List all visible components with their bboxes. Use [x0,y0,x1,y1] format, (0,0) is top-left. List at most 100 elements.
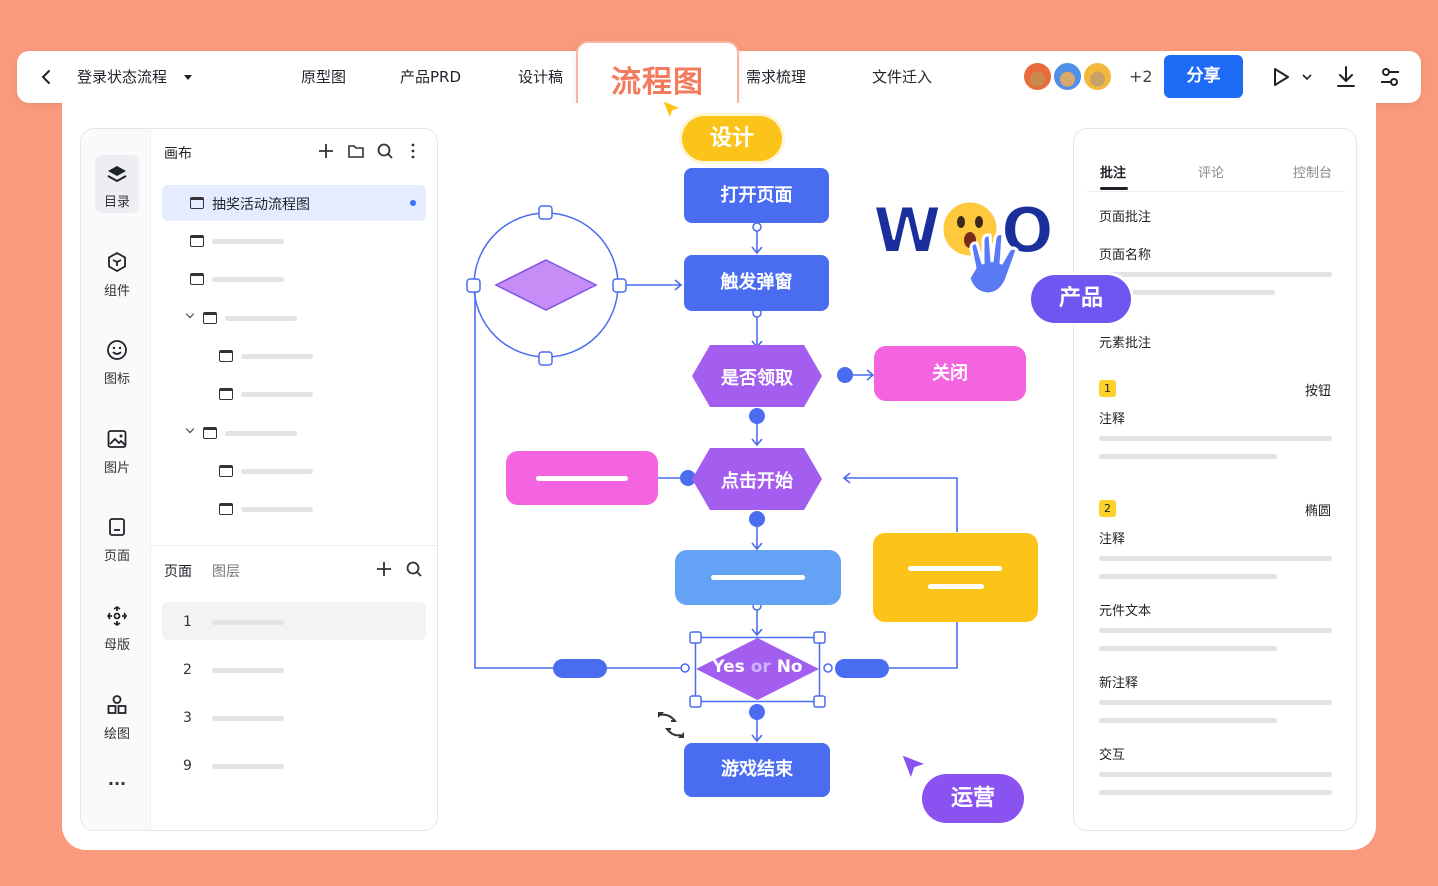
rail-item-images[interactable]: 图片 [95,428,139,476]
node-click-start[interactable]: 点击开始 [692,448,822,510]
node-yes-or-no[interactable]: Yes or No [696,638,819,700]
folder-icon[interactable] [347,142,365,160]
placeholder-bar [1099,646,1277,651]
frame-icon [219,503,233,515]
frame-icon [219,388,233,400]
tree-group[interactable] [162,300,426,336]
rail-item-directory[interactable]: 目录 [95,164,139,210]
play-icon[interactable] [1270,66,1292,88]
placeholder-bar [1099,700,1332,705]
rail-label: 绘图 [103,727,130,742]
rail-label: 页面 [103,549,130,564]
tree-item[interactable] [162,261,426,297]
diamond-shape [692,448,822,510]
placeholder-bar [1099,772,1332,777]
node-receive-decision[interactable]: 是否领取 [692,345,822,407]
placeholder-bar [212,239,284,244]
search-icon[interactable] [405,560,423,578]
rail-label: 母版 [103,638,130,653]
placeholder-bar [212,716,284,721]
node-close[interactable]: 关闭 [874,346,1026,401]
avatar[interactable] [1022,61,1053,92]
annotation-label: 注释 [1099,532,1126,547]
tree-group[interactable] [162,415,426,451]
tab-requirements[interactable]: 需求梳理 [746,68,807,86]
node-yellow-placeholder[interactable] [873,533,1038,622]
chevron-down-icon[interactable] [1301,72,1313,82]
rail-item-components[interactable]: 组件 [95,251,139,299]
tree-item[interactable] [162,453,426,489]
component-text-label: 元件文本 [1099,604,1152,619]
avatar[interactable] [1052,61,1083,92]
more-icon[interactable]: ··· [107,774,127,793]
smile-icon [107,340,127,360]
tab-prototype[interactable]: 原型图 [301,68,347,86]
more-vertical-icon[interactable] [408,142,418,160]
placeholder-bar [1099,454,1277,459]
tab-underline [1100,187,1128,190]
tree-item[interactable] [162,223,426,259]
diamond-shape [696,638,819,700]
tab-product-prd[interactable]: 产品PRD [400,68,462,86]
placeholder-bar [241,354,313,359]
rail-item-masters[interactable]: 母版 [95,605,139,653]
tab-design[interactable]: 设计稿 [518,68,564,86]
rail-item-drawing[interactable]: 绘图 [95,694,139,742]
tree-item-label: 抽奖活动流程图 [212,197,310,213]
element-annotation-heading: 元素批注 [1099,336,1152,351]
document-title[interactable]: 登录状态流程 [77,68,168,86]
page-number[interactable]: 3 [183,710,192,726]
node-blue-placeholder[interactable] [675,550,841,605]
tree-item-selected[interactable]: 抽奖活动流程图 [162,185,426,221]
node-pink-placeholder[interactable] [506,451,658,505]
annotation-badge: 2 [1099,500,1116,517]
search-icon[interactable] [376,142,394,160]
tab-pages[interactable]: 页面 [164,564,192,580]
annotation-type: 按钮 [1305,384,1332,399]
page-row-selected[interactable] [162,602,426,640]
avatar[interactable] [1082,61,1113,92]
tree-item[interactable] [162,376,426,412]
caret-down-icon[interactable] [184,75,192,80]
download-icon[interactable] [1335,65,1357,89]
page-annotation-heading: 页面批注 [1099,210,1152,225]
settings-sliders-icon[interactable] [1378,65,1402,89]
page-number[interactable]: 2 [183,662,192,678]
more-collaborators-count[interactable]: +2 [1129,67,1153,86]
rail-item-pages[interactable]: 页面 [95,516,139,564]
share-button[interactable]: 分享 [1164,55,1243,98]
tab-layers[interactable]: 图层 [212,564,240,580]
divider [151,545,437,546]
unsaved-dot [410,200,416,206]
page-number[interactable]: 9 [183,758,192,774]
add-icon[interactable] [375,560,393,578]
tree-item[interactable] [162,491,426,527]
placeholder-bar [212,620,284,625]
node-open-page[interactable]: 打开页面 [684,168,829,223]
rail-selection-highlight [95,155,139,213]
placeholder-bar [1099,556,1332,561]
tab-annotations[interactable]: 批注 [1100,166,1127,181]
tree-item[interactable] [162,338,426,374]
rail-label: 目录 [103,195,130,210]
node-trigger-popup[interactable]: 触发弹窗 [684,255,829,311]
woo-letter-w: W [872,193,942,268]
placeholder-bar [212,668,284,673]
tab-import[interactable]: 文件迁入 [872,68,933,86]
placeholder-bar [212,277,284,282]
tab-comments[interactable]: 评论 [1198,166,1225,181]
add-icon[interactable] [317,142,335,160]
layers-icon [107,166,127,183]
tab-console[interactable]: 控制台 [1293,166,1333,181]
page-number[interactable]: 1 [183,614,192,630]
page-name-label: 页面名称 [1099,248,1152,263]
node-game-over[interactable]: 游戏结束 [684,743,830,797]
placeholder-bar [1099,628,1332,633]
placeholder-bar [711,575,805,580]
hand-wave-icon [967,232,1019,296]
tab-flowchart-active[interactable]: 流程图 [576,41,739,114]
placeholder-bar [1099,790,1332,795]
back-icon[interactable] [39,69,53,85]
frame-icon [190,197,204,209]
rail-item-icons[interactable]: 图标 [95,339,139,387]
